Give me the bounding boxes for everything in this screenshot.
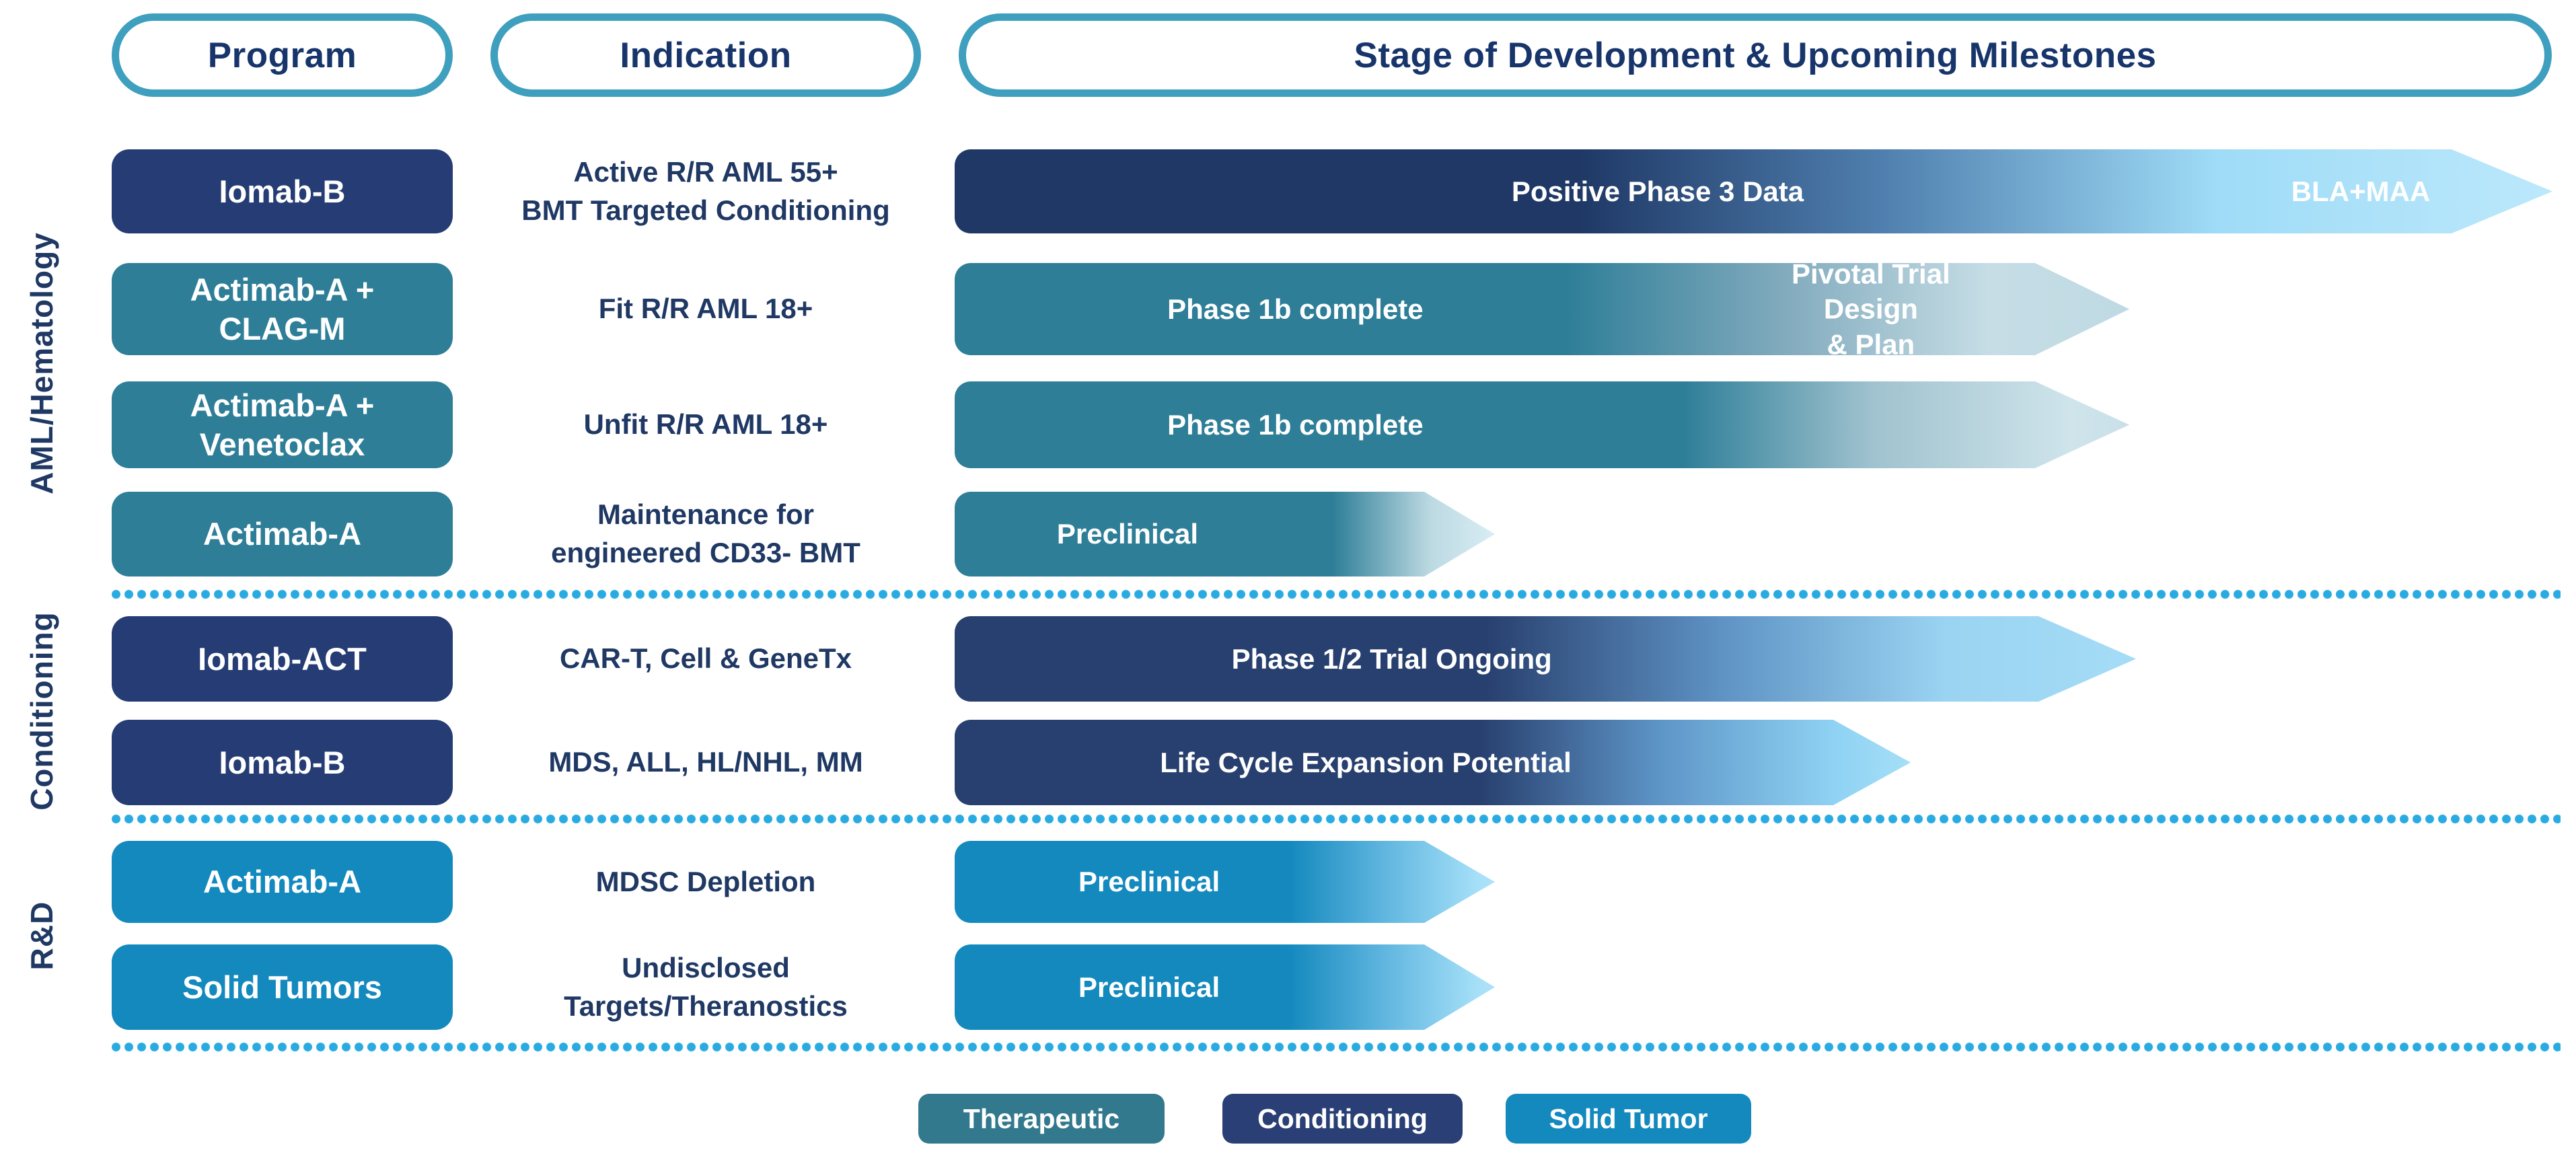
stage-label: Phase 1b complete: [1167, 293, 1424, 325]
header-pill-program: Program: [112, 13, 453, 97]
program-box: Iomab-B: [112, 720, 453, 805]
header-indication-label: Indication: [620, 35, 792, 75]
program-label: Iomab-B: [219, 744, 346, 780]
legend-item-therapeutic: Therapeutic: [918, 1094, 1165, 1144]
header-stage-label: Stage of Development & Upcoming Mileston…: [1354, 35, 2157, 75]
indication-text: Undisclosed Targets/Theranostics: [564, 951, 848, 1022]
indication-text: Fit R/R AML 18+: [598, 293, 813, 325]
stage-label: Preclinical: [1056, 517, 1199, 550]
stage-arrow: Life Cycle Expansion Potential: [955, 720, 1911, 805]
stage-arrow: Preclinical: [955, 944, 1495, 1030]
indication-text: Unfit R/R AML 18+: [583, 408, 828, 441]
stage-label: Phase 1b complete: [1167, 408, 1424, 441]
program-box: Solid Tumors: [112, 944, 453, 1030]
program-box: Actimab-A: [112, 841, 453, 923]
program-label: Iomab-ACT: [198, 640, 367, 677]
stage-arrow: Phase 1b complete: [955, 381, 2129, 468]
program-box: Actimab-A + Venetoclax: [112, 381, 453, 468]
stage-label: Positive Phase 3 Data: [1511, 175, 1804, 207]
stage-arrow: Preclinical: [955, 492, 1495, 576]
program-label: Actimab-A: [203, 864, 362, 900]
stage-label: Phase 1/2 Trial Ongoing: [1231, 642, 1552, 675]
dotted-separator: [112, 1042, 2561, 1052]
category-label-rd: R&D: [24, 901, 59, 971]
program-label: Actimab-A: [203, 516, 362, 552]
legend-label: Therapeutic: [963, 1103, 1120, 1134]
indication-text: Maintenance for engineered CD33- BMT: [551, 498, 860, 568]
program-box: Iomab-B: [112, 149, 453, 233]
dotted-separator: [112, 589, 2561, 599]
indication-text: MDS, ALL, HL/NHL, MM: [548, 746, 863, 778]
program-label: Actimab-A + Venetoclax: [190, 387, 375, 462]
stage-label: Life Cycle Expansion Potential: [1160, 746, 1572, 778]
program-label: Iomab-B: [219, 173, 346, 209]
dotted-separator: [112, 814, 2561, 824]
category-label-aml-hematology: AML/Hematology: [24, 232, 59, 494]
milestone-label: BLA+MAA: [2291, 175, 2431, 207]
legend-item-solid-tumor: Solid Tumor: [1506, 1094, 1751, 1144]
stage-arrow: Preclinical: [955, 841, 1495, 923]
program-label: Solid Tumors: [182, 969, 382, 1005]
indication-text: MDSC Depletion: [595, 865, 816, 897]
category-label-conditioning: Conditioning: [24, 611, 59, 811]
stage-arrow: Phase 1b complete Pivotal Trial Design &…: [955, 263, 2129, 355]
milestone-label: Pivotal Trial Design & Plan: [1791, 257, 1950, 360]
stage-arrow: Phase 1/2 Trial Ongoing: [955, 616, 2136, 702]
program-box: Iomab-ACT: [112, 616, 453, 702]
indication-text: Active R/R AML 55+ BMT Targeted Conditio…: [521, 155, 890, 226]
legend-label: Solid Tumor: [1549, 1103, 1708, 1134]
header-pill-stage: Stage of Development & Upcoming Mileston…: [959, 13, 2552, 97]
program-label: Actimab-A + CLAG-M: [190, 272, 375, 346]
program-box: Actimab-A + CLAG-M: [112, 263, 453, 355]
legend-item-conditioning: Conditioning: [1222, 1094, 1463, 1144]
header-program-label: Program: [207, 35, 357, 75]
stage-arrow: Positive Phase 3 Data BLA+MAA: [955, 149, 2552, 233]
indication-text: CAR-T, Cell & GeneTx: [559, 642, 852, 675]
program-box: Actimab-A: [112, 492, 453, 576]
legend-label: Conditioning: [1257, 1103, 1428, 1134]
stage-label: Preclinical: [1078, 971, 1220, 1003]
stage-label: Preclinical: [1078, 865, 1220, 897]
header-pill-indication: Indication: [490, 13, 921, 97]
